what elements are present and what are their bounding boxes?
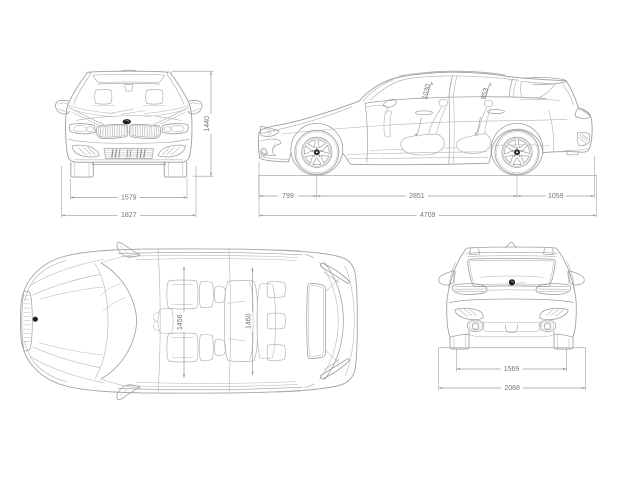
svg-text:1827: 1827 [121, 212, 137, 219]
svg-text:4709: 4709 [420, 212, 436, 219]
svg-text:799: 799 [282, 193, 294, 200]
svg-text:2851: 2851 [409, 193, 425, 200]
svg-text:1460: 1460 [246, 313, 253, 329]
svg-text:1579: 1579 [121, 194, 137, 201]
svg-text:1569: 1569 [504, 366, 520, 373]
svg-text:1440: 1440 [204, 116, 211, 132]
svg-text:953: 953 [480, 87, 490, 100]
svg-text:2068: 2068 [504, 385, 520, 392]
svg-text:1456: 1456 [177, 314, 184, 330]
svg-text:1030: 1030 [421, 83, 432, 100]
svg-text:1059: 1059 [548, 193, 564, 200]
